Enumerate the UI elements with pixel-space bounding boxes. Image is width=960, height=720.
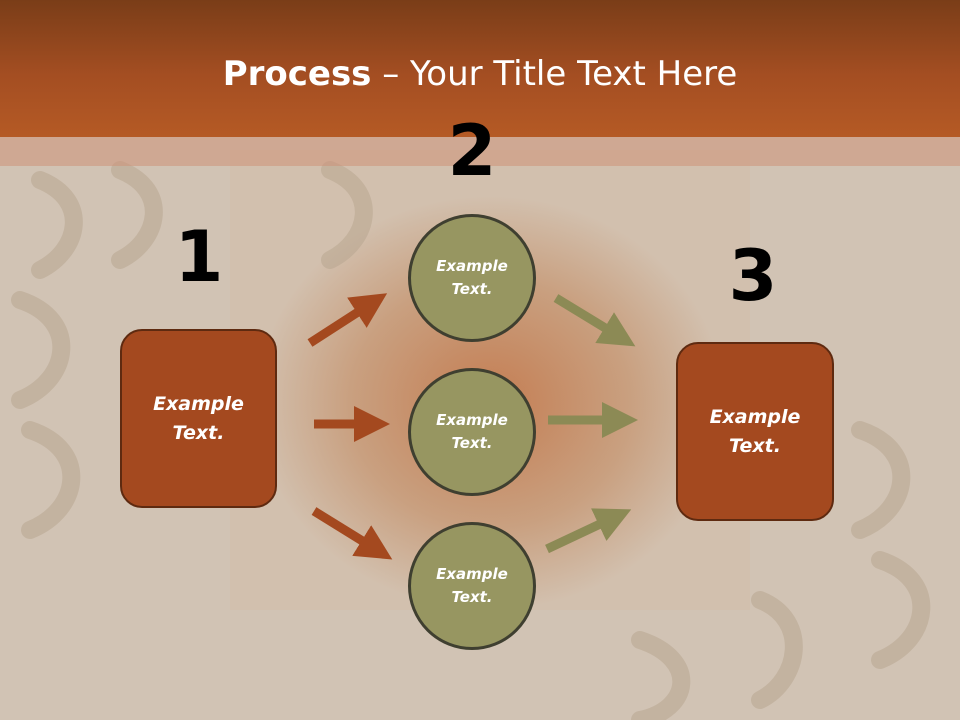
left-process-box: Example Text. [120,329,277,508]
right-box-line2: Text. [729,434,781,457]
step-number-3: 3 [728,235,778,317]
title-bar [0,0,960,137]
process-circle-middle: Example Text. [408,368,536,496]
circle-middle-line1: Example [436,411,508,429]
circle-bottom-line1: Example [436,565,508,583]
process-circle-bottom: Example Text. [408,522,536,650]
title-rest: – Your Title Text Here [371,54,738,94]
circle-top-line1: Example [436,257,508,275]
title-band [0,137,960,166]
circle-middle-line2: Text. [451,434,493,452]
slide-title: Process – Your Title Text Here [0,52,960,96]
step-number-2: 2 [447,110,497,192]
process-circle-top: Example Text. [408,214,536,342]
right-box-line1: Example [709,405,801,428]
arrow-right-lower [545,508,632,554]
left-box-line1: Example [153,392,244,415]
circle-bottom-line2: Text. [451,588,493,606]
arrow-right-upper [553,294,636,347]
right-process-box: Example Text. [676,342,834,521]
left-box-line2: Text. [172,421,225,444]
title-bold: Process [222,54,372,94]
arrow-left-upper [307,293,388,347]
step-number-1: 1 [174,216,224,298]
circle-top-line2: Text. [451,280,493,298]
arrow-left-lower [311,507,393,560]
